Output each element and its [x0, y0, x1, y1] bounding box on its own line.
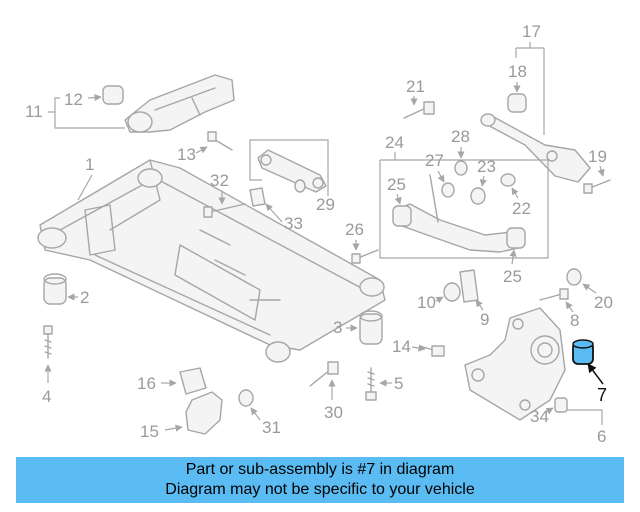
nut-part-10 [443, 282, 461, 302]
bushing-part-2 [43, 273, 67, 305]
nut-part-20 [566, 268, 582, 286]
pointer-arrow-7 [587, 363, 604, 385]
nut-part-23 [470, 187, 486, 205]
label-12: 12 [64, 90, 83, 109]
label-30: 30 [324, 403, 343, 422]
label-27: 27 [425, 151, 444, 170]
bracket-part-9 [459, 269, 479, 303]
bolt-part-26 [351, 249, 379, 264]
label-28: 28 [451, 127, 470, 146]
label-17: 17 [522, 22, 541, 41]
label-32: 32 [210, 171, 229, 190]
label-4: 4 [42, 387, 51, 406]
label-24: 24 [385, 133, 404, 152]
nut-part-34 [554, 397, 568, 413]
label-16: 16 [137, 374, 156, 393]
bushing-part-25-a [392, 205, 412, 227]
trailing-arm-part-11 [124, 74, 235, 133]
bushing-part-3 [359, 310, 383, 345]
washer-part-27 [441, 182, 455, 198]
label-18: 18 [508, 62, 527, 81]
label-7: 7 [597, 385, 607, 405]
label-25-a: 25 [387, 175, 406, 194]
bushing-part-7-highlighted [572, 339, 594, 365]
bolt-part-8 [539, 288, 569, 301]
link-part-29 [257, 149, 327, 193]
label-19: 19 [588, 147, 607, 166]
label-9: 9 [480, 310, 489, 329]
parts-diagram: 1 2 3 4 5 6 7 [25, 22, 613, 446]
bolt-part-19 [583, 179, 611, 194]
label-26: 26 [345, 220, 364, 239]
label-20: 20 [594, 293, 613, 312]
label-3: 3 [333, 318, 342, 337]
info-banner: Part or sub-assembly is #7 in diagram Di… [16, 457, 624, 503]
bracket-part-33 [249, 187, 266, 207]
label-21: 21 [406, 77, 425, 96]
label-5: 5 [394, 374, 403, 393]
nut-part-28 [454, 160, 468, 176]
label-1: 1 [85, 155, 94, 174]
bolt-part-21 [403, 101, 435, 119]
bolt-part-32 [203, 203, 246, 218]
label-8: 8 [570, 311, 579, 330]
knuckle-part-6 [464, 307, 566, 421]
mount-part-15 [185, 391, 223, 435]
banner-line-1: Part or sub-assembly is #7 in diagram [185, 461, 455, 478]
control-arm-part-24 [394, 174, 519, 253]
label-33: 33 [284, 214, 303, 233]
label-11: 11 [25, 102, 43, 121]
bolt-part-4 [43, 325, 53, 359]
bolt-part-5 [365, 367, 377, 401]
label-34: 34 [530, 407, 549, 426]
control-arm-part-17 [480, 113, 591, 183]
bolt-part-13 [207, 131, 233, 151]
label-10: 10 [417, 293, 436, 312]
label-31: 31 [262, 418, 281, 437]
label-14: 14 [392, 337, 411, 356]
bushing-part-12 [102, 85, 124, 105]
label-25-b: 25 [503, 267, 522, 286]
washer-part-22 [500, 173, 516, 187]
label-29: 29 [316, 195, 335, 214]
label-23: 23 [477, 157, 496, 176]
label-13: 13 [177, 145, 196, 164]
subframe-part-1 [37, 159, 386, 363]
label-2: 2 [80, 288, 89, 307]
bolt-part-30 [309, 361, 339, 387]
label-15: 15 [140, 422, 159, 441]
label-6: 6 [597, 427, 606, 446]
bolt-part-14 [419, 345, 445, 357]
nut-part-31 [238, 389, 254, 407]
banner-line-2: Diagram may not be specific to your vehi… [165, 481, 475, 498]
bushing-part-18 [507, 93, 527, 113]
bushing-part-25-b [506, 227, 526, 249]
label-22: 22 [512, 199, 531, 218]
bracket-part-16 [179, 367, 207, 395]
